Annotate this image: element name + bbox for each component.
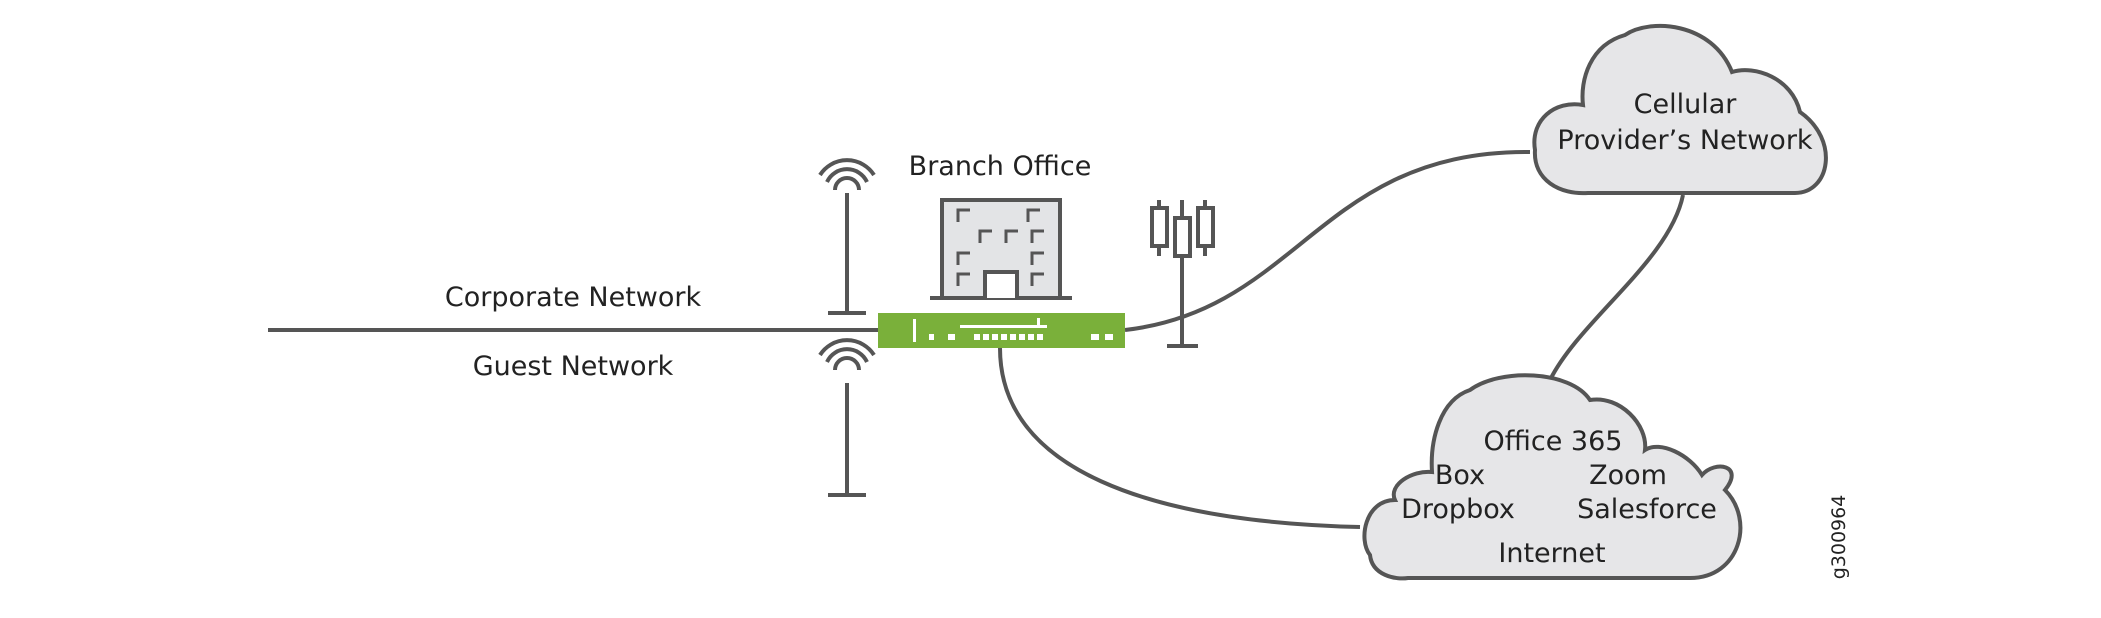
connections <box>268 149 1685 529</box>
wifi-antenna-icon <box>818 158 876 315</box>
gateway-device <box>878 313 1125 348</box>
building-icon <box>930 198 1072 300</box>
link-device-to-cellular <box>1124 149 1531 332</box>
cellular-cloud-shape <box>1532 24 1828 196</box>
gateway-body <box>878 313 1125 348</box>
cellular-cloud: Cellular Provider’s Network <box>1532 24 1828 196</box>
corporate-network-label: Corporate Network <box>445 282 702 313</box>
cell-tower-icon <box>1150 200 1215 348</box>
cellular-cloud-line1: Cellular <box>1634 89 1738 120</box>
branch-office-label: Branch Office <box>909 151 1092 182</box>
internet-app-office365: Office 365 <box>1484 426 1623 457</box>
internet-app-salesforce: Salesforce <box>1577 494 1717 525</box>
guest-network-label: Guest Network <box>473 351 674 382</box>
internet-app-dropbox: Dropbox <box>1401 494 1515 525</box>
internet-app-zoom: Zoom <box>1589 460 1667 491</box>
link-cellular-to-internet <box>1548 194 1685 381</box>
cellular-cloud-line2: Provider’s Network <box>1557 125 1812 156</box>
internet-cloud-shape <box>1362 373 1743 581</box>
internet-cloud: Office 365 Box Zoom Dropbox Salesforce I… <box>1362 373 1743 581</box>
figure-id-label: g300964 <box>1828 495 1850 580</box>
link-device-to-internet <box>998 347 1361 529</box>
internet-cloud-title: Internet <box>1498 538 1605 569</box>
wifi-antenna-icon <box>818 338 876 497</box>
internet-app-box: Box <box>1435 460 1485 491</box>
